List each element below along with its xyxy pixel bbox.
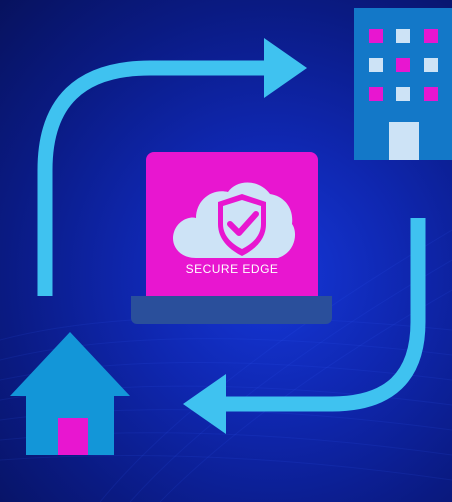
secure-edge-label: SECURE EDGE <box>185 262 279 276</box>
cloud-shield-check-icon <box>172 182 296 258</box>
building-door <box>389 122 419 160</box>
building-window <box>424 29 438 43</box>
arrow-left-icon <box>183 374 226 434</box>
building-window <box>396 29 410 43</box>
building-window <box>369 29 383 43</box>
building-icon <box>354 8 452 160</box>
building-window <box>369 87 383 101</box>
house-icon <box>10 332 130 455</box>
laptop-screen: SECURE EDGE <box>146 152 318 297</box>
arrow-right-icon <box>264 38 307 98</box>
arrow-right-path <box>37 60 268 296</box>
arrow-left-path <box>222 218 426 412</box>
building-window <box>424 87 438 101</box>
building-window <box>396 87 410 101</box>
building-window <box>424 58 438 72</box>
building-window <box>396 58 410 72</box>
laptop-base <box>131 296 332 324</box>
building-window <box>369 58 383 72</box>
